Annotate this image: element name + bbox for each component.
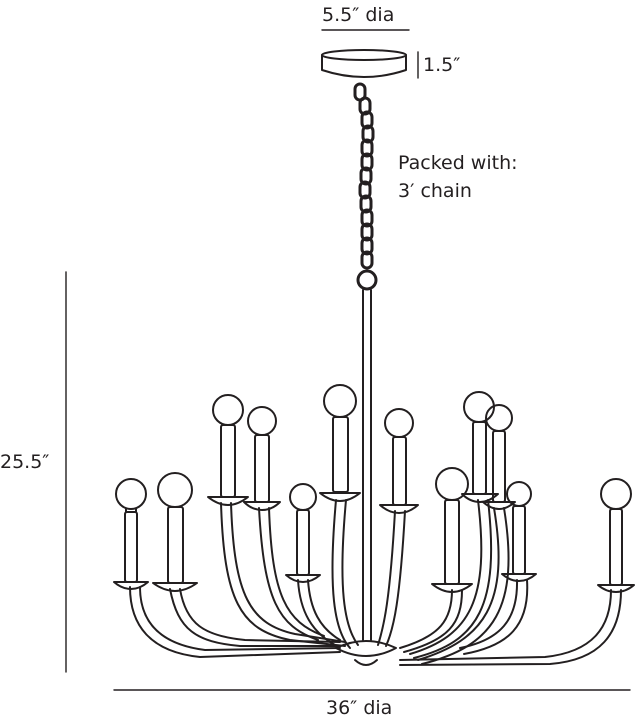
arm-right-mid bbox=[399, 589, 463, 653]
candle-lamp bbox=[113, 478, 149, 590]
arm-center-right bbox=[377, 510, 406, 647]
chain-length-note: 3′ chain bbox=[398, 180, 472, 202]
candle-lamp bbox=[152, 472, 198, 592]
arm-left-inner bbox=[169, 588, 341, 647]
arm-center-left bbox=[297, 579, 341, 646]
arm-left-outer bbox=[129, 586, 341, 658]
arm-left-upper-a bbox=[220, 502, 346, 647]
overall-height-label: 25.5″ bbox=[0, 451, 50, 473]
canopy bbox=[321, 49, 407, 78]
arm-right-outer bbox=[399, 589, 622, 666]
candle-lamp bbox=[207, 394, 249, 506]
candle-lamp bbox=[379, 408, 419, 514]
candle-lamp bbox=[319, 384, 361, 502]
chain bbox=[353, 82, 378, 291]
candle-lamp bbox=[431, 467, 473, 593]
arm-left-upper-b bbox=[258, 507, 325, 641]
packed-with-note: Packed with: bbox=[398, 152, 518, 174]
canopy-height-label: 1.5″ bbox=[423, 54, 461, 76]
arm-right-upper-b bbox=[417, 507, 510, 665]
overall-diameter-label: 36″ dia bbox=[326, 697, 393, 719]
candle-lamp bbox=[597, 478, 635, 593]
arm-right-inner bbox=[459, 579, 529, 655]
canopy-diameter-label: 5.5″ dia bbox=[322, 4, 395, 26]
candle-lamp bbox=[243, 406, 281, 511]
arm-right-upper-a bbox=[409, 499, 493, 659]
arm-center-top bbox=[331, 499, 359, 649]
lower-hub bbox=[335, 640, 397, 666]
candle-lamp bbox=[285, 483, 321, 583]
center-rod bbox=[362, 289, 372, 641]
candle-lamp bbox=[501, 481, 537, 582]
